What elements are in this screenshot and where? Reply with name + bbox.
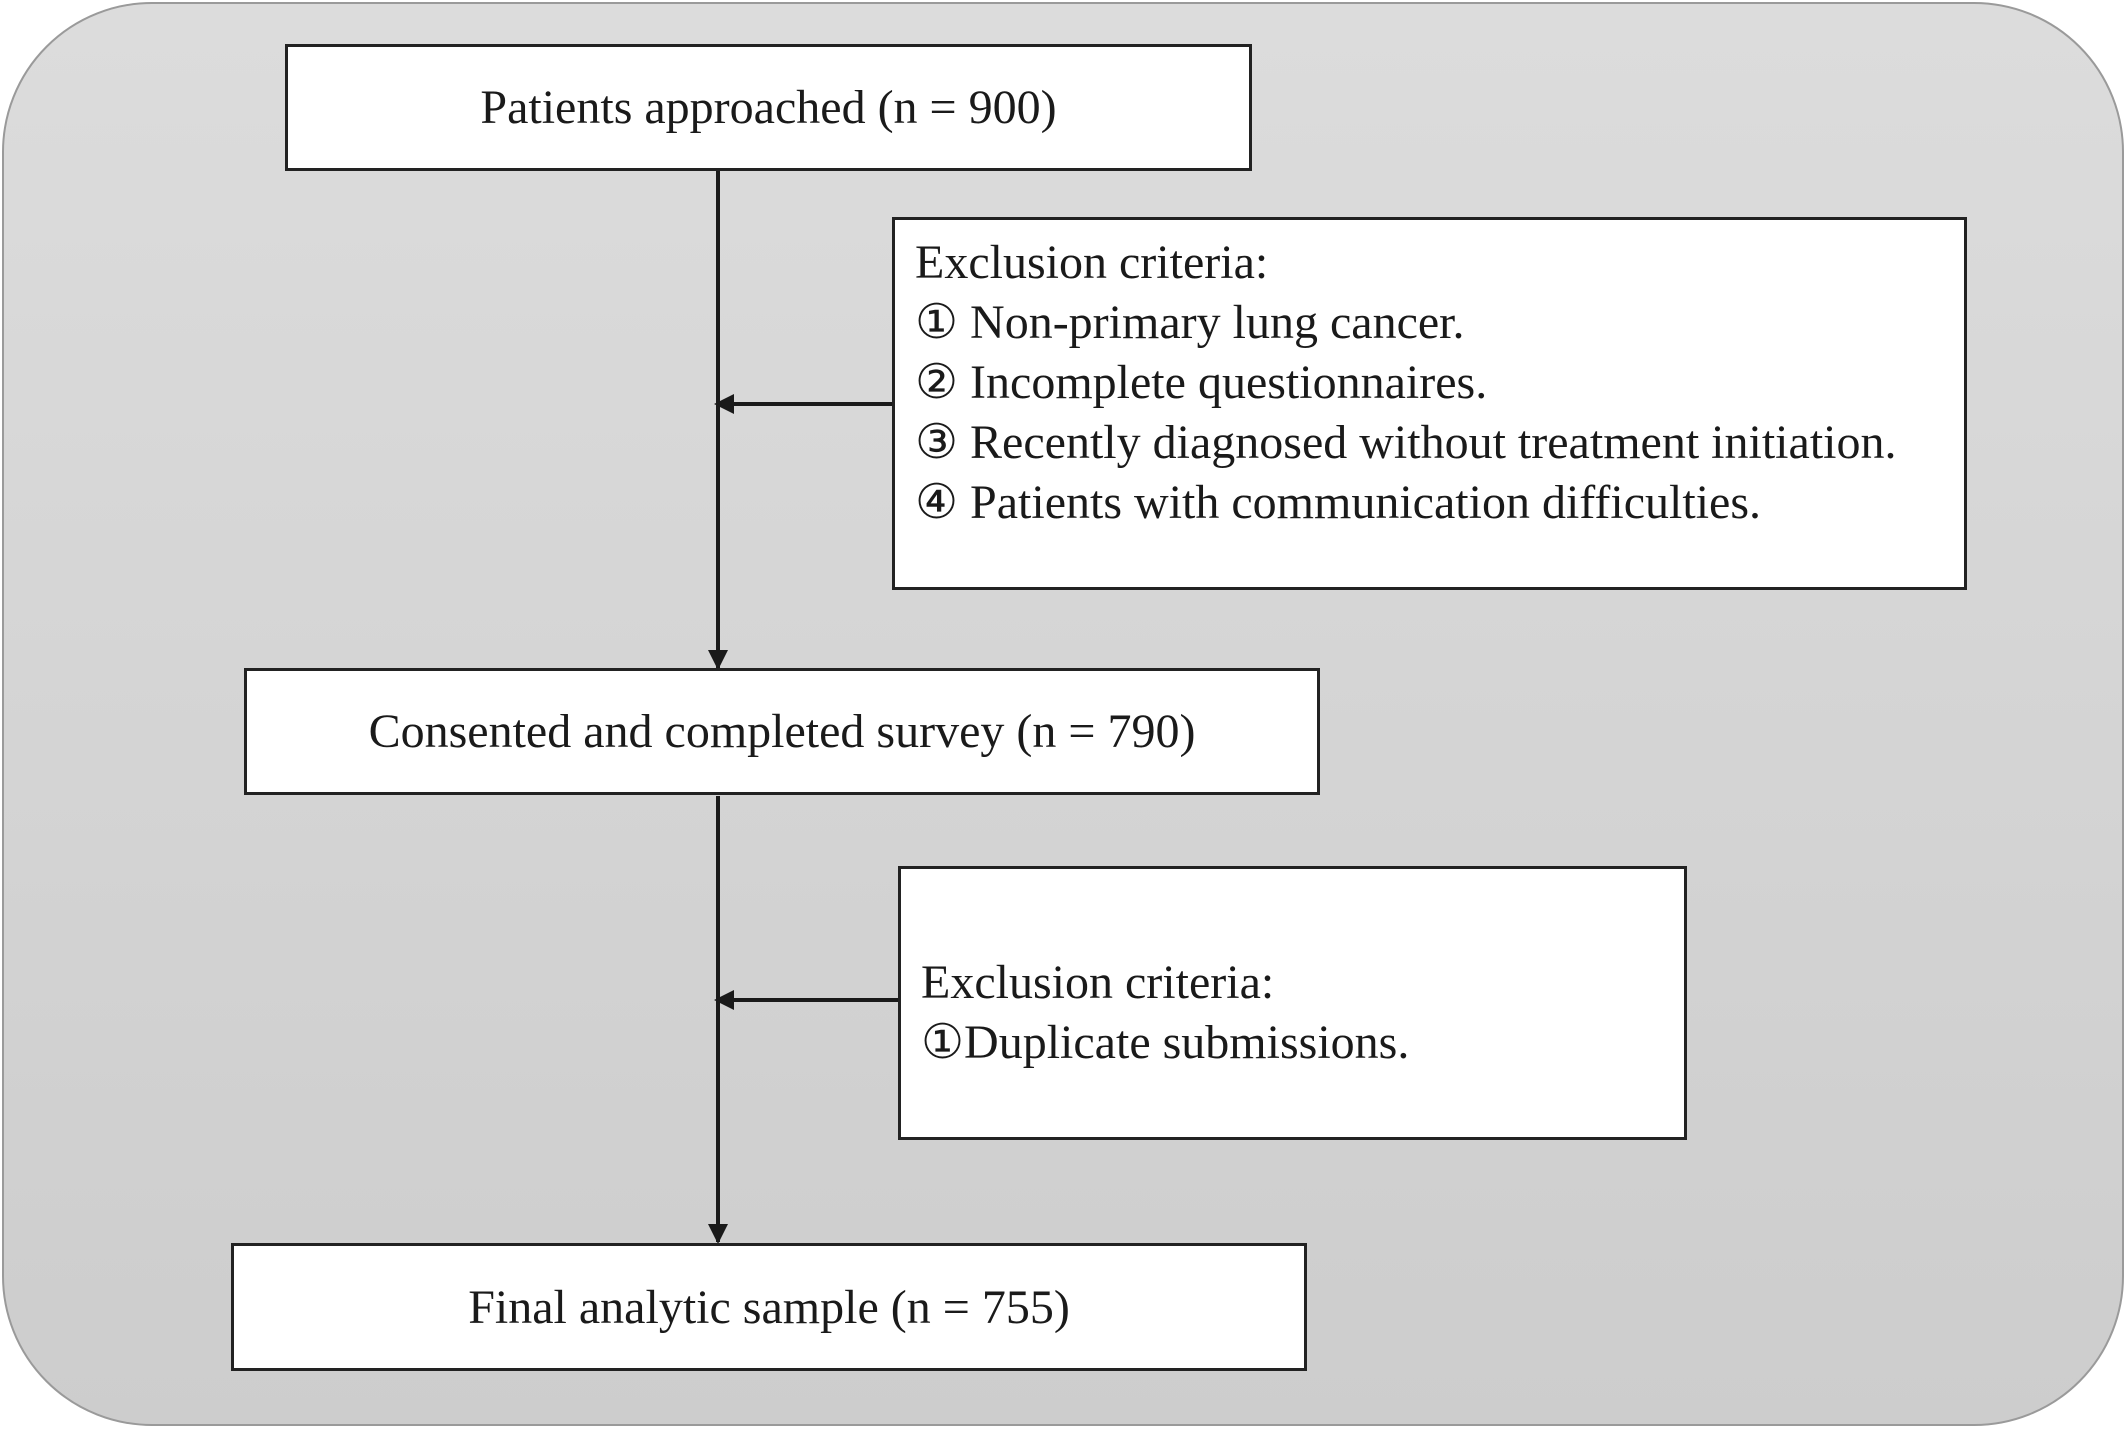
- exclusion-heading: Exclusion criteria:: [921, 956, 1275, 1009]
- step-label: Consented and completed survey (n = 790): [368, 705, 1196, 758]
- exclusion-item: ④ Patients with communication difficulti…: [915, 476, 1762, 529]
- exclusion-box-2: Exclusion criteria: ①Duplicate submissio…: [898, 866, 1687, 1140]
- step-label: Patients approached (n = 900): [480, 81, 1057, 134]
- exclusion-item: ② Incomplete questionnaires.: [915, 356, 1488, 409]
- step-final-sample: Final analytic sample (n = 755): [231, 1243, 1307, 1371]
- exclusion-item: ①Duplicate submissions.: [921, 1016, 1410, 1069]
- exclusion-item: ③ Recently diagnosed without treatment i…: [915, 416, 1897, 469]
- exclusion-box-1: Exclusion criteria: ① Non-primary lung c…: [892, 217, 1967, 590]
- step-label: Final analytic sample (n = 755): [468, 1280, 1070, 1334]
- step-consented-completed: Consented and completed survey (n = 790): [244, 668, 1320, 795]
- step-patients-approached: Patients approached (n = 900): [285, 44, 1252, 171]
- exclusion-heading: Exclusion criteria:: [915, 236, 1269, 289]
- exclusion-item: ① Non-primary lung cancer.: [915, 296, 1465, 349]
